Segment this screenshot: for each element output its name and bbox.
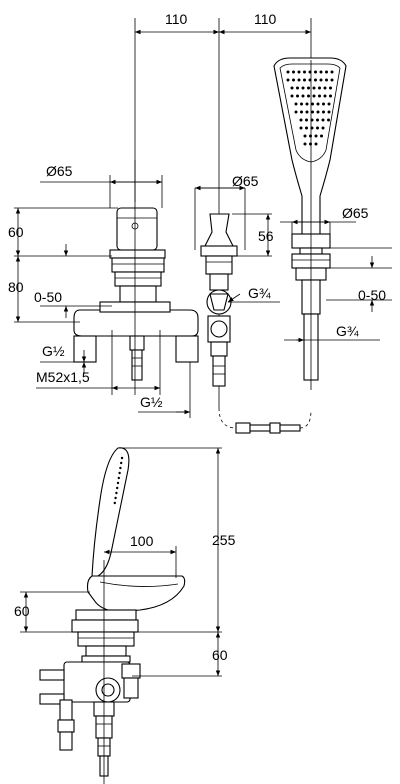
shower-nozzles [286, 70, 334, 146]
mixer-side-view: 100 255 60 60 [14, 447, 236, 784]
dim-80-left: 80 [8, 279, 24, 295]
dim-dia-65-right: Ø65 [342, 205, 369, 221]
dim-m52: M52x1,5 [36, 369, 90, 385]
dim-56: 56 [258, 228, 274, 244]
dim-dia-65-middle: Ø65 [232, 173, 259, 189]
dim-dia-65-left: Ø65 [46, 163, 73, 179]
dim-60-side-lower: 60 [212, 647, 228, 663]
dim-100: 100 [130, 533, 154, 549]
dim-g34-right: G¾ [336, 323, 359, 339]
hose-connection [218, 407, 312, 434]
dim-g12-bottom: G½ [140, 394, 163, 410]
dim-range-0-50-right: 0-50 [358, 287, 386, 303]
side-nozzles [113, 456, 124, 505]
dim-60-side-upper: 60 [14, 603, 30, 619]
dim-60-left: 60 [8, 224, 24, 240]
dim-range-0-50-left: 0-50 [34, 289, 62, 305]
dim-110-left: 110 [165, 11, 188, 27]
dim-g12-left: G½ [42, 343, 65, 359]
dim-110-right: 110 [254, 11, 277, 27]
dim-g34-upper: G¾ [248, 285, 271, 301]
mixer-body-front: Ø65 60 80 0-50 [8, 160, 199, 418]
dim-255: 255 [212, 532, 236, 548]
diverter-front: Ø65 56 G¾ [194, 173, 280, 408]
hand-shower-front: Ø65 0-50 G¾ [273, 57, 392, 390]
